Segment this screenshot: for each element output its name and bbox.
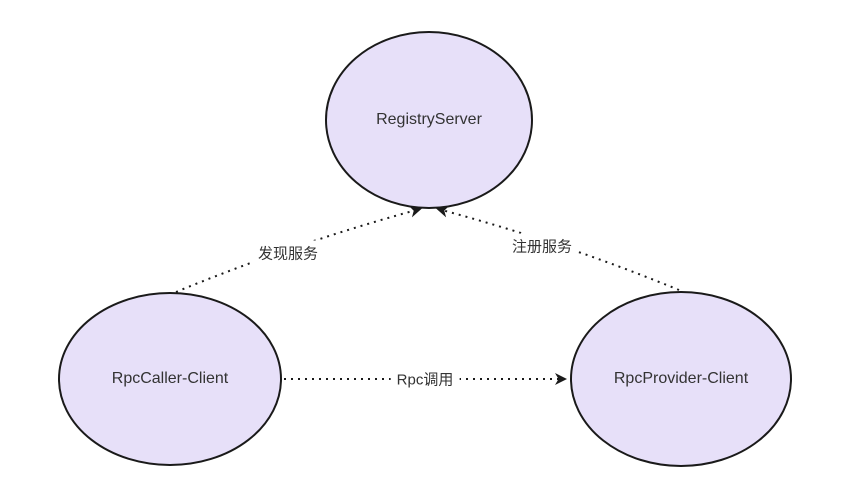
edge-register-label: 注册服务 xyxy=(505,233,579,259)
edge-discover-label: 发现服务 xyxy=(251,240,325,266)
edge-call-label: Rpc调用 xyxy=(390,366,460,392)
node-provider-shape[interactable] xyxy=(570,291,792,467)
edge-discover-line xyxy=(175,205,422,293)
node-caller-shape[interactable] xyxy=(58,292,282,466)
node-registry-shape[interactable] xyxy=(325,31,533,209)
